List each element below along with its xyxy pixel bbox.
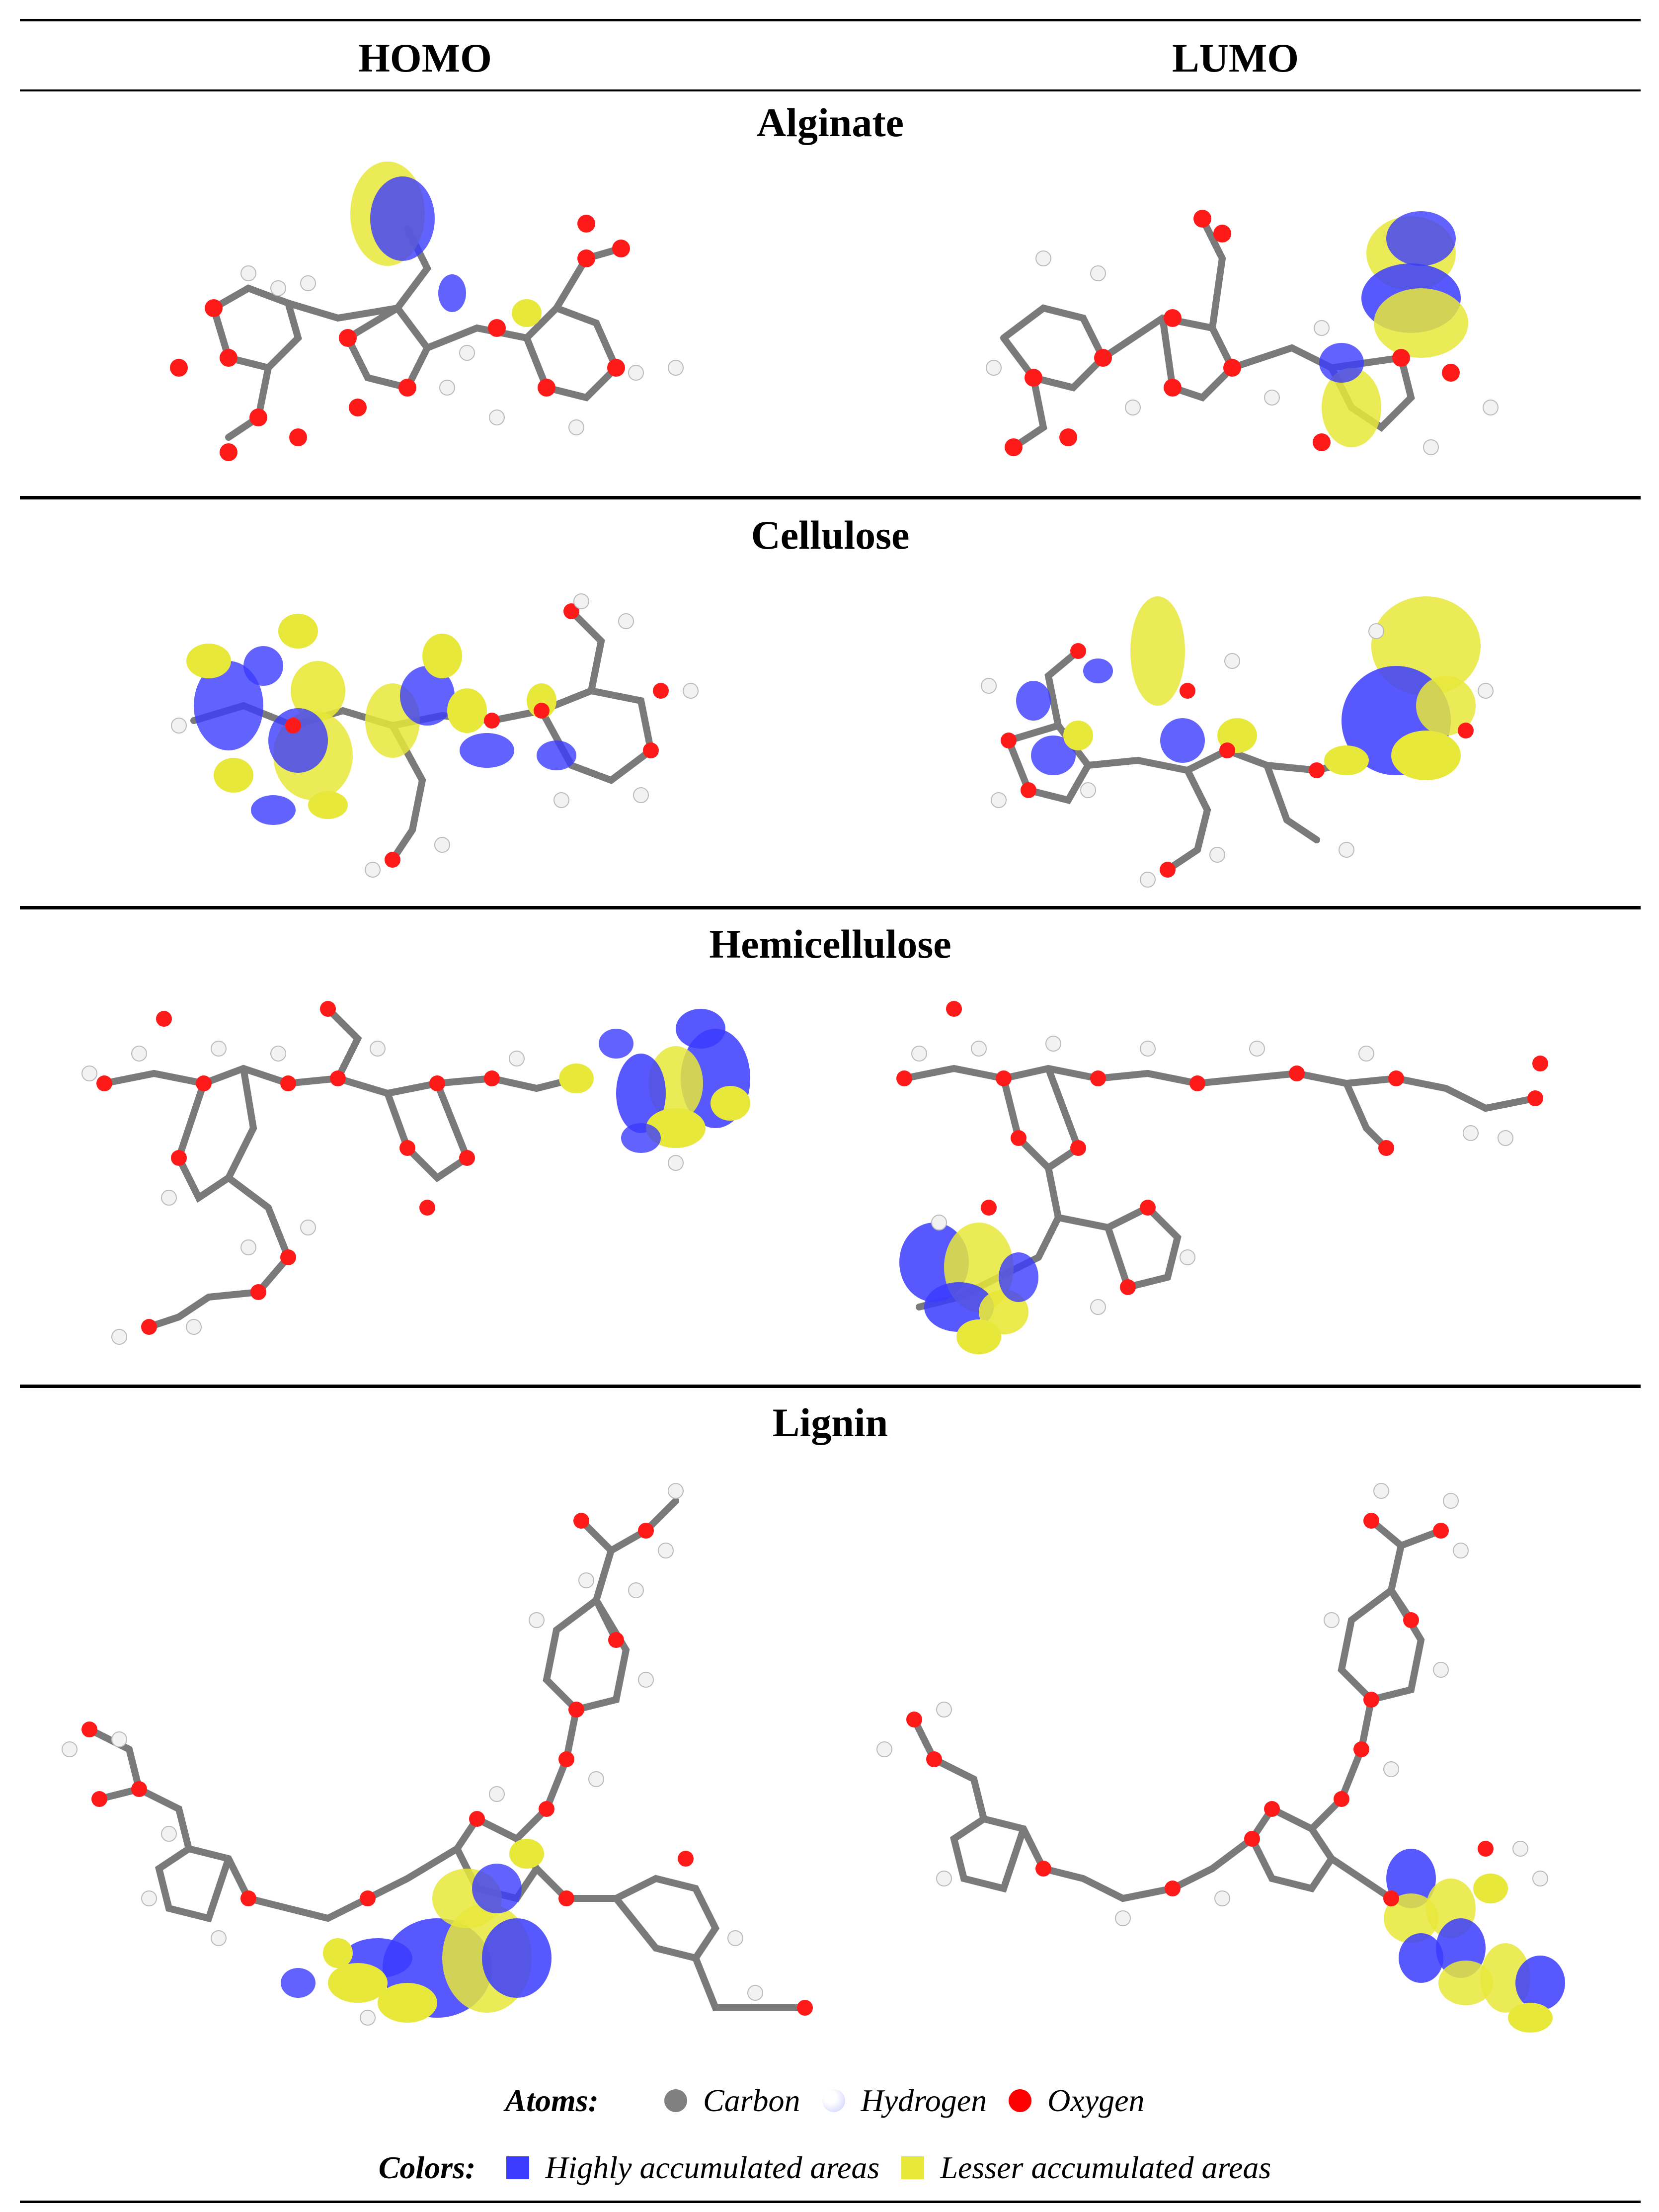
carbon-atom-icon <box>664 2089 687 2112</box>
lignin-homo-molecule <box>62 1483 813 2026</box>
section-rule-2 <box>20 906 1641 909</box>
column-header-homo: HOMO <box>358 35 492 81</box>
legend-color-low: Lesser accumulated areas <box>901 2149 1271 2186</box>
legend-atom-hydrogen-label: Hydrogen <box>861 2083 987 2118</box>
high-accumulation-swatch-icon <box>506 2156 530 2179</box>
section-rule-1 <box>20 496 1641 499</box>
section-title-hemicellulose: Hemicellulose <box>709 921 951 967</box>
cellulose-homo-homo-lobes <box>186 614 576 825</box>
legend-color-high-label: Highly accumulated areas <box>545 2150 880 2185</box>
legend-atom-oxygen-label: Oxygen <box>1047 2083 1145 2118</box>
hemicellulose-homo-homo-lobes <box>559 1009 750 1153</box>
legend-color-low-label: Lesser accumulated areas <box>940 2150 1271 2185</box>
legend-atom-hydrogen: Hydrogen <box>822 2082 987 2119</box>
top-rule <box>20 19 1641 21</box>
low-accumulation-swatch-icon <box>901 2156 925 2179</box>
alginate-homo-homo-lobes <box>350 162 542 327</box>
hemicellulose-lumo-lumo-lobes <box>899 1223 1038 1354</box>
hemicellulose-lumo-molecule <box>896 1001 1548 1354</box>
lignin-lumo-lumo-lobes <box>1384 1849 1565 2033</box>
legend-color-high: Highly accumulated areas <box>506 2149 879 2186</box>
oxygen-atom-icon <box>1009 2089 1032 2112</box>
alginate-lumo-lumo-lobes <box>1319 211 1468 447</box>
alginate-homo-molecule <box>170 162 684 461</box>
legend-colors-label: Colors: <box>378 2150 476 2185</box>
legend-colors-row: Colors: Highly accumulated areas Lesser … <box>20 2149 1641 2186</box>
hydrogen-atom-icon <box>822 2089 845 2112</box>
column-header-lumo: LUMO <box>1172 35 1299 81</box>
cellulose-lumo-lumo-lobes <box>1016 596 1481 780</box>
lignin-lumo-molecule <box>876 1483 1565 2033</box>
section-title-lignin: Lignin <box>772 1400 888 1445</box>
cellulose-lumo-molecule <box>981 596 1494 888</box>
hemicellulose-homo-molecule <box>81 1001 750 1345</box>
legend-atoms-label: Atoms: <box>505 2083 599 2118</box>
cellulose-homo-molecule <box>171 593 699 878</box>
section-rule-3 <box>20 1385 1641 1388</box>
legend-atom-carbon: Carbon <box>664 2082 800 2119</box>
alginate-lumo-molecule <box>986 210 1499 456</box>
section-title-cellulose: Cellulose <box>751 512 910 558</box>
legend-atoms-row: Atoms: Carbon Hydrogen Oxygen <box>20 2082 1641 2119</box>
legend-atom-oxygen: Oxygen <box>1009 2082 1145 2119</box>
section-title-alginate: Alginate <box>756 100 904 145</box>
legend-atom-carbon-label: Carbon <box>703 2083 800 2118</box>
bottom-rule <box>20 2201 1641 2203</box>
lignin-homo-homo-lobes <box>281 1839 552 2023</box>
header-rule <box>20 89 1641 91</box>
